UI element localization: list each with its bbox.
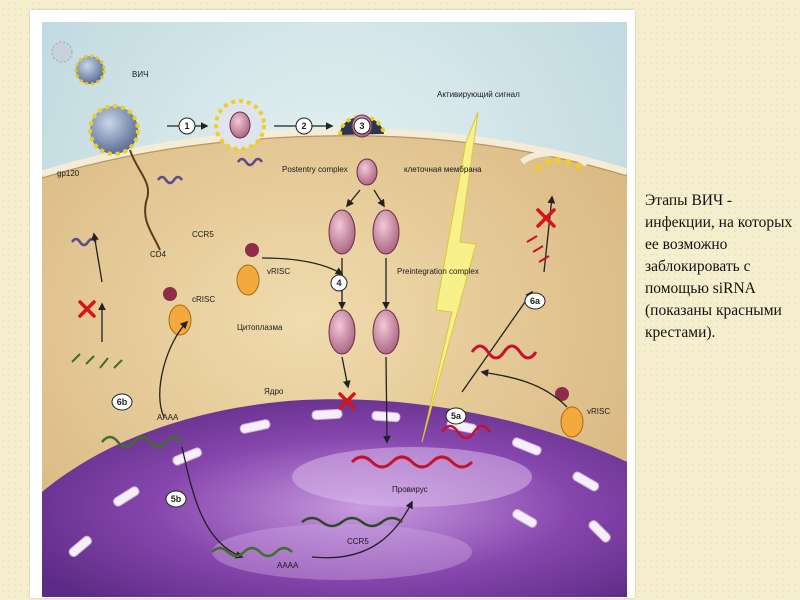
budding-site (520, 150, 589, 167)
postentry-capsid (356, 158, 378, 186)
lightning-bolt-icon (421, 111, 479, 443)
step-1: 1 (184, 121, 189, 131)
step-6b: 6b (117, 397, 128, 407)
label-gp120: gp120 (57, 169, 80, 178)
capsid-pair-upper (328, 209, 400, 255)
figure-frame: 1 2 3 4 5a 5b 6a 6b ВИЧ gp120 CCR5 CD4 А… (30, 10, 635, 598)
label-polya-top: AAAA (157, 413, 179, 422)
risc-complex-icon-left (236, 243, 260, 296)
step-5a: 5a (451, 411, 462, 421)
label-preintegration-complex: Preintegration complex (397, 267, 479, 276)
hiv-infection-diagram: 1 2 3 4 5a 5b 6a 6b ВИЧ gp120 CCR5 CD4 А… (42, 22, 627, 597)
hiv-virion-icon (51, 41, 140, 156)
risc-complex-icon-right (555, 387, 584, 438)
label-activating-signal: Активирующий сигнал (437, 90, 520, 99)
step-5b: 5b (171, 494, 182, 504)
ccr5-gene-dna (301, 516, 403, 528)
label-nucleus: Ядро (264, 387, 284, 396)
step-2: 2 (301, 121, 306, 131)
label-vrisc-left: vRISC (267, 267, 290, 276)
step-markers (111, 117, 546, 508)
step-3: 3 (359, 121, 364, 131)
budding-virion-icon (535, 157, 581, 171)
degraded-rna-6a (526, 235, 550, 263)
label-cytoplasm: Цитоплазма (237, 323, 283, 332)
caption-text: Этапы ВИЧ - инфекции, на которых ее возм… (645, 192, 793, 341)
block-cross-icon (78, 208, 556, 410)
label-cell-membrane: клеточная мембрана (404, 165, 482, 174)
step-4: 4 (336, 278, 341, 288)
viral-rna-6a (470, 344, 538, 360)
capsid-pair-lower (328, 309, 400, 355)
label-provirus: Провирус (392, 485, 428, 494)
label-ccr5-receptor: CCR5 (192, 230, 214, 239)
label-ccr5-gene: CCR5 (347, 537, 369, 546)
viral-rna-5a (440, 424, 492, 440)
label-vrisc-right: vRISC (587, 407, 610, 416)
cd4-stalk (129, 149, 161, 251)
degraded-rna-6b (71, 353, 123, 369)
hiv-fusing-icon (214, 99, 266, 151)
mrna-green-top (101, 435, 183, 449)
label-hiv: ВИЧ (132, 70, 148, 79)
step-6a: 6a (530, 296, 541, 306)
label-postentry-complex: Postentry complex (282, 165, 348, 174)
provirus-dna (350, 455, 474, 469)
nuclear-envelope (68, 408, 611, 558)
label-cd4: CD4 (150, 250, 167, 259)
label-crisc: cRISC (192, 295, 215, 304)
label-polya-bottom: AAAA (277, 561, 299, 570)
mrna-green-bottom (211, 546, 293, 558)
